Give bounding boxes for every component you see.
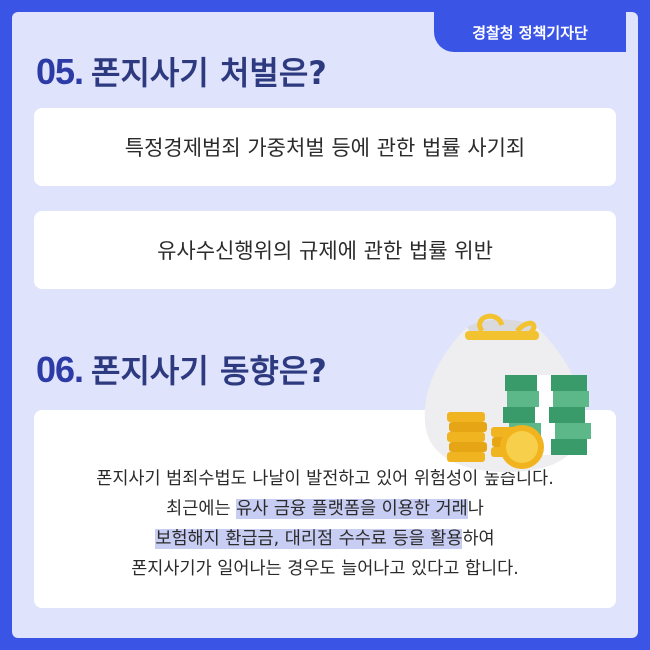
trend-line-4: 폰지사기가 일어나는 경우도 늘어나고 있다고 합니다. — [131, 559, 519, 579]
trend-line-3: 보험해지 환급금, 대리점 수수료 등을 활용하여 — [155, 524, 495, 554]
section-05-title: 폰지사기 처벌은? — [91, 54, 327, 92]
penalty-card-2: 유사수신행위의 규제에 관한 법률 위반 — [34, 211, 616, 289]
penalty-item-1: 특정경제범죄 가중처벌 등에 관한 법률 사기죄 — [124, 136, 526, 160]
section-06-title: 폰지사기 동향은? — [91, 352, 327, 390]
section-06-heading: 06. 폰지사기 동향은? — [36, 346, 327, 392]
section-05-heading: 05. 폰지사기 처벌은? — [36, 48, 327, 94]
penalty-item-2: 유사수신행위의 규제에 관한 법률 위반 — [157, 239, 493, 263]
section-06-number: 06. — [36, 349, 84, 390]
trend-line-3-post: 하여 — [462, 529, 495, 549]
section-05-number: 05. — [36, 51, 84, 92]
trend-line-1: 폰지사기 범죄수법도 나날이 발전하고 있어 위험성이 높습니다. — [96, 469, 554, 489]
content-panel: 경찰청 정책기자단 05. 폰지사기 처벌은? 특정경제범죄 가중처벌 등에 관… — [12, 12, 638, 638]
money-bag-illustration-icon — [424, 313, 591, 472]
trend-line-2-post: 나 — [467, 499, 484, 519]
penalty-card-1: 특정경제범죄 가중처벌 등에 관한 법률 사기죄 — [34, 108, 616, 186]
trend-line-2-highlight: 유사 금융 플랫폼을 이용한 거래 — [236, 499, 468, 519]
reporter-badge: 경찰청 정책기자단 — [434, 12, 626, 52]
trend-line-2-pre: 최근에는 — [166, 499, 237, 519]
trend-line-3-highlight: 보험해지 환급금, 대리점 수수료 등을 활용 — [155, 529, 463, 549]
trend-line-2: 최근에는 유사 금융 플랫폼을 이용한 거래나 — [166, 494, 484, 524]
